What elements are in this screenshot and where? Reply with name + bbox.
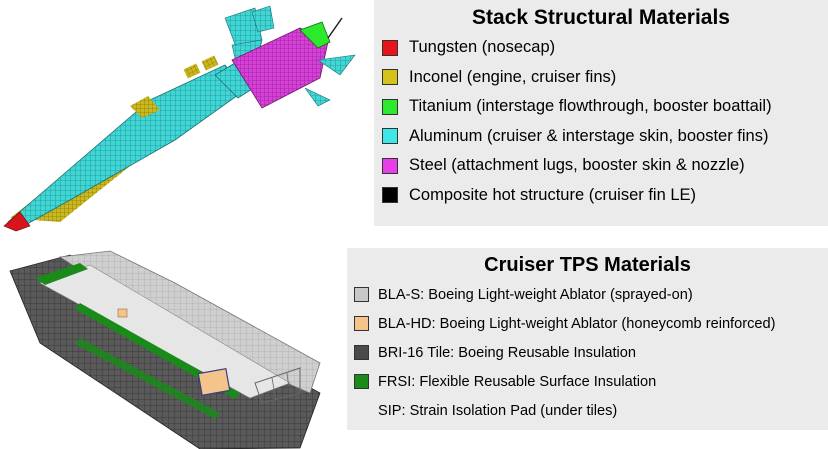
legend-swatch [354,403,369,418]
legend-swatch [382,128,398,145]
legend-label: Steel (attachment lugs, booster skin & n… [409,156,745,175]
legend-swatch [354,374,369,389]
legend-swatch [382,39,398,56]
legend-swatch [382,187,398,204]
stack-fem-model [3,5,356,232]
legend-label: Titanium (interstage flowthrough, booste… [409,97,772,116]
legend-item: Steel (attachment lugs, booster skin & n… [374,151,828,181]
legend-swatch [354,345,369,360]
legend-label: Composite hot structure (cruiser fin LE) [409,185,697,204]
legend-item: FRSI: Flexible Reusable Surface Insulati… [347,367,828,396]
legend-item: Tungsten (nosecap) [374,33,828,63]
legend-label: BRI-16 Tile: Boeing Reusable Insulation [378,344,636,361]
legend-swatch [382,157,398,174]
legend-item: Aluminum (cruiser & interstage skin, boo… [374,122,828,152]
legend-swatch [354,316,369,331]
legend-swatch [354,287,369,302]
tps-materials-legend: Cruiser TPS Materials BLA-S: Boeing Ligh… [347,248,828,430]
legend-item: BLA-HD: Boeing Light-weight Ablator (hon… [347,309,828,338]
legend-swatch [382,98,398,115]
legend-item: BRI-16 Tile: Boeing Reusable Insulation [347,338,828,367]
legend-item: SIP: Strain Isolation Pad (under tiles) [347,396,828,425]
cruiser-tps-model [9,250,321,449]
legend-label: Inconel (engine, cruiser fins) [409,67,617,86]
legend-label: BLA-HD: Boeing Light-weight Ablator (hon… [378,315,776,332]
legend-item: Titanium (interstage flowthrough, booste… [374,92,828,122]
stack-legend-items: Tungsten (nosecap) Inconel (engine, cruis… [374,33,828,210]
legend-label: Aluminum (cruiser & interstage skin, boo… [409,126,769,145]
tps-legend-items: BLA-S: Boeing Light-weight Ablator (spra… [347,280,828,425]
legend-item: Composite hot structure (cruiser fin LE) [374,181,828,211]
legend-label: BLA-S: Boeing Light-weight Ablator (spra… [378,286,693,303]
legend-item: Inconel (engine, cruiser fins) [374,63,828,93]
legend-label: Tungsten (nosecap) [409,38,556,57]
legend-swatch [382,69,398,86]
legend-label: SIP: Strain Isolation Pad (under tiles) [378,402,618,419]
stack-materials-legend: Stack Structural Materials Tungsten (nos… [374,0,828,226]
tps-legend-title: Cruiser TPS Materials [484,254,691,276]
legend-item: BLA-S: Boeing Light-weight Ablator (spra… [347,280,828,309]
stack-legend-title: Stack Structural Materials [472,6,730,29]
legend-label: FRSI: Flexible Reusable Surface Insulati… [378,373,657,390]
